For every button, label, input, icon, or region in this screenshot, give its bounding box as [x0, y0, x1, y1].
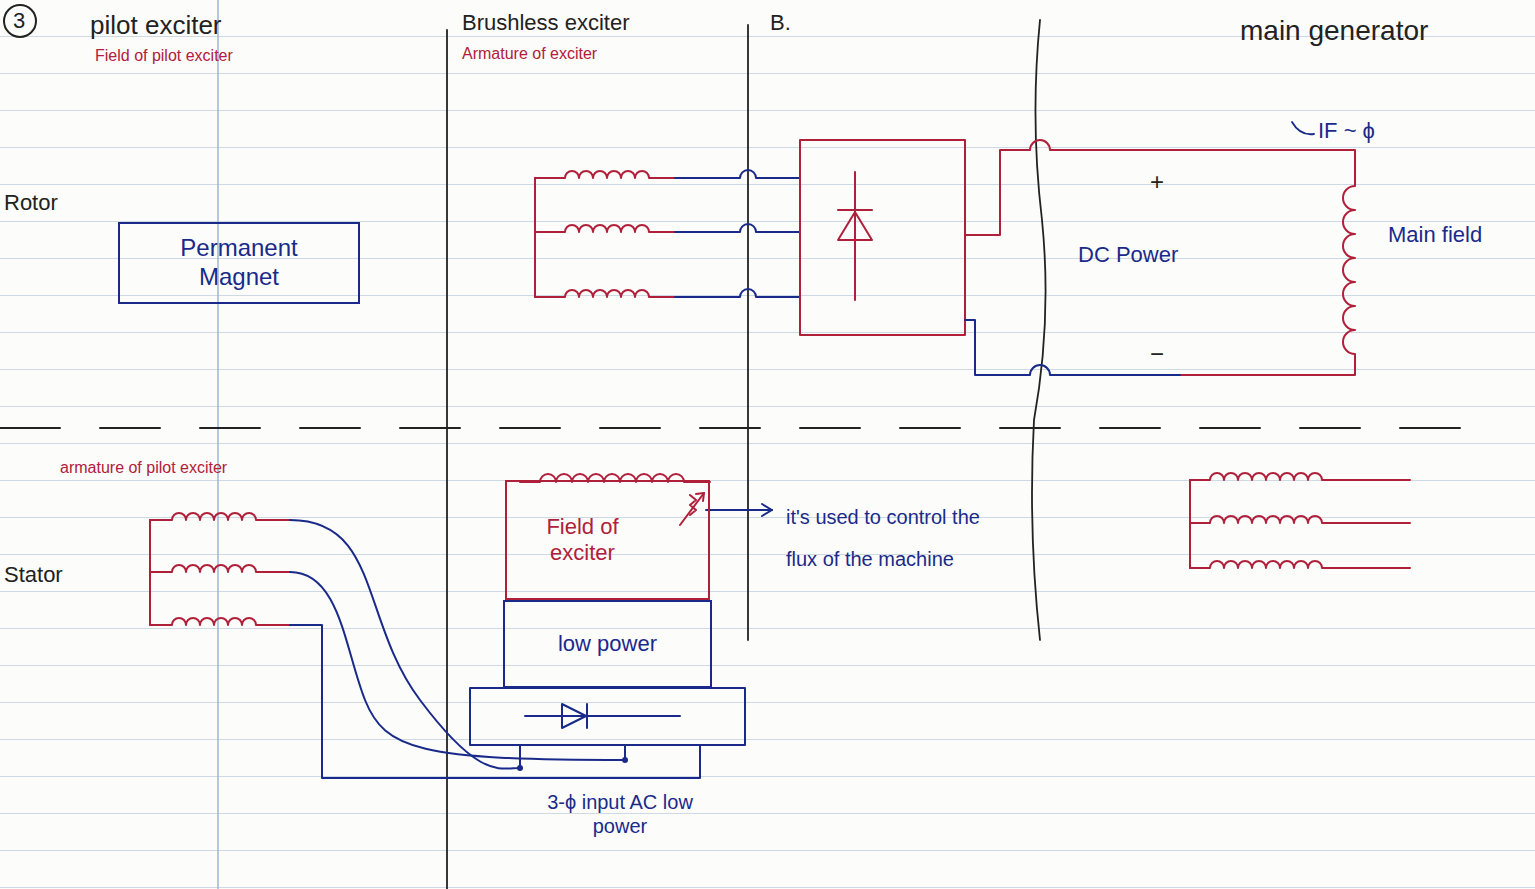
section-label: Rotor	[4, 190, 58, 216]
component-box: Field of exciter	[505, 480, 710, 600]
part-note: armature of pilot exciter	[60, 458, 227, 477]
polarity-mark: −	[1150, 340, 1164, 369]
polarity-mark: +	[1150, 168, 1164, 197]
column-heading: main generator	[1240, 14, 1428, 48]
rotor-stator-divider	[0, 427, 1460, 429]
arrow-head	[762, 504, 772, 516]
current-mark	[1292, 122, 1314, 134]
stator-rectifier	[470, 688, 745, 745]
box-text: Field of exciter	[518, 514, 648, 567]
section-label: Stator	[4, 562, 63, 588]
diode-symbol	[838, 172, 872, 300]
exciter-output-wires	[675, 170, 800, 297]
component-box: low power	[503, 600, 712, 688]
callout-number: 3	[13, 8, 25, 34]
box-text: low power	[558, 631, 657, 657]
component-box: Permanent Magnet	[118, 222, 360, 304]
pilot-armature-coils	[150, 513, 290, 625]
main-armature-coils	[1190, 473, 1410, 568]
column-heading: Brushless exciter	[462, 10, 630, 36]
part-label: Main field	[1388, 222, 1498, 248]
column-heading: pilot exciter	[90, 10, 222, 41]
signal-name: IF ~ ϕ	[1318, 118, 1375, 144]
part-note: Armature of exciter	[462, 44, 597, 63]
variable-resistor	[680, 493, 704, 525]
pilot-output-wires	[290, 520, 700, 778]
leader-arrow	[706, 509, 772, 511]
column-divider	[747, 25, 749, 640]
column-divider	[1032, 20, 1046, 640]
junction-dot	[622, 757, 628, 763]
main-field-winding	[965, 140, 1355, 375]
exciter-armature-coils	[535, 171, 675, 297]
margin-line	[217, 0, 219, 889]
return-wire	[965, 320, 1180, 375]
part-note: Field of pilot exciter	[95, 46, 233, 65]
supply-label: 3-ϕ input AC low power	[520, 790, 720, 838]
column-heading: B.	[770, 10, 791, 36]
supply-label: DC Power	[1078, 242, 1198, 268]
box-text: Permanent Magnet	[139, 234, 339, 292]
diode-symbol	[525, 704, 680, 728]
rotating-rectifier	[800, 140, 965, 335]
note: it's used to control the flux of the mac…	[786, 496, 1016, 580]
column-divider	[446, 30, 448, 889]
junction-dot	[517, 765, 523, 771]
number-circle	[4, 5, 36, 37]
